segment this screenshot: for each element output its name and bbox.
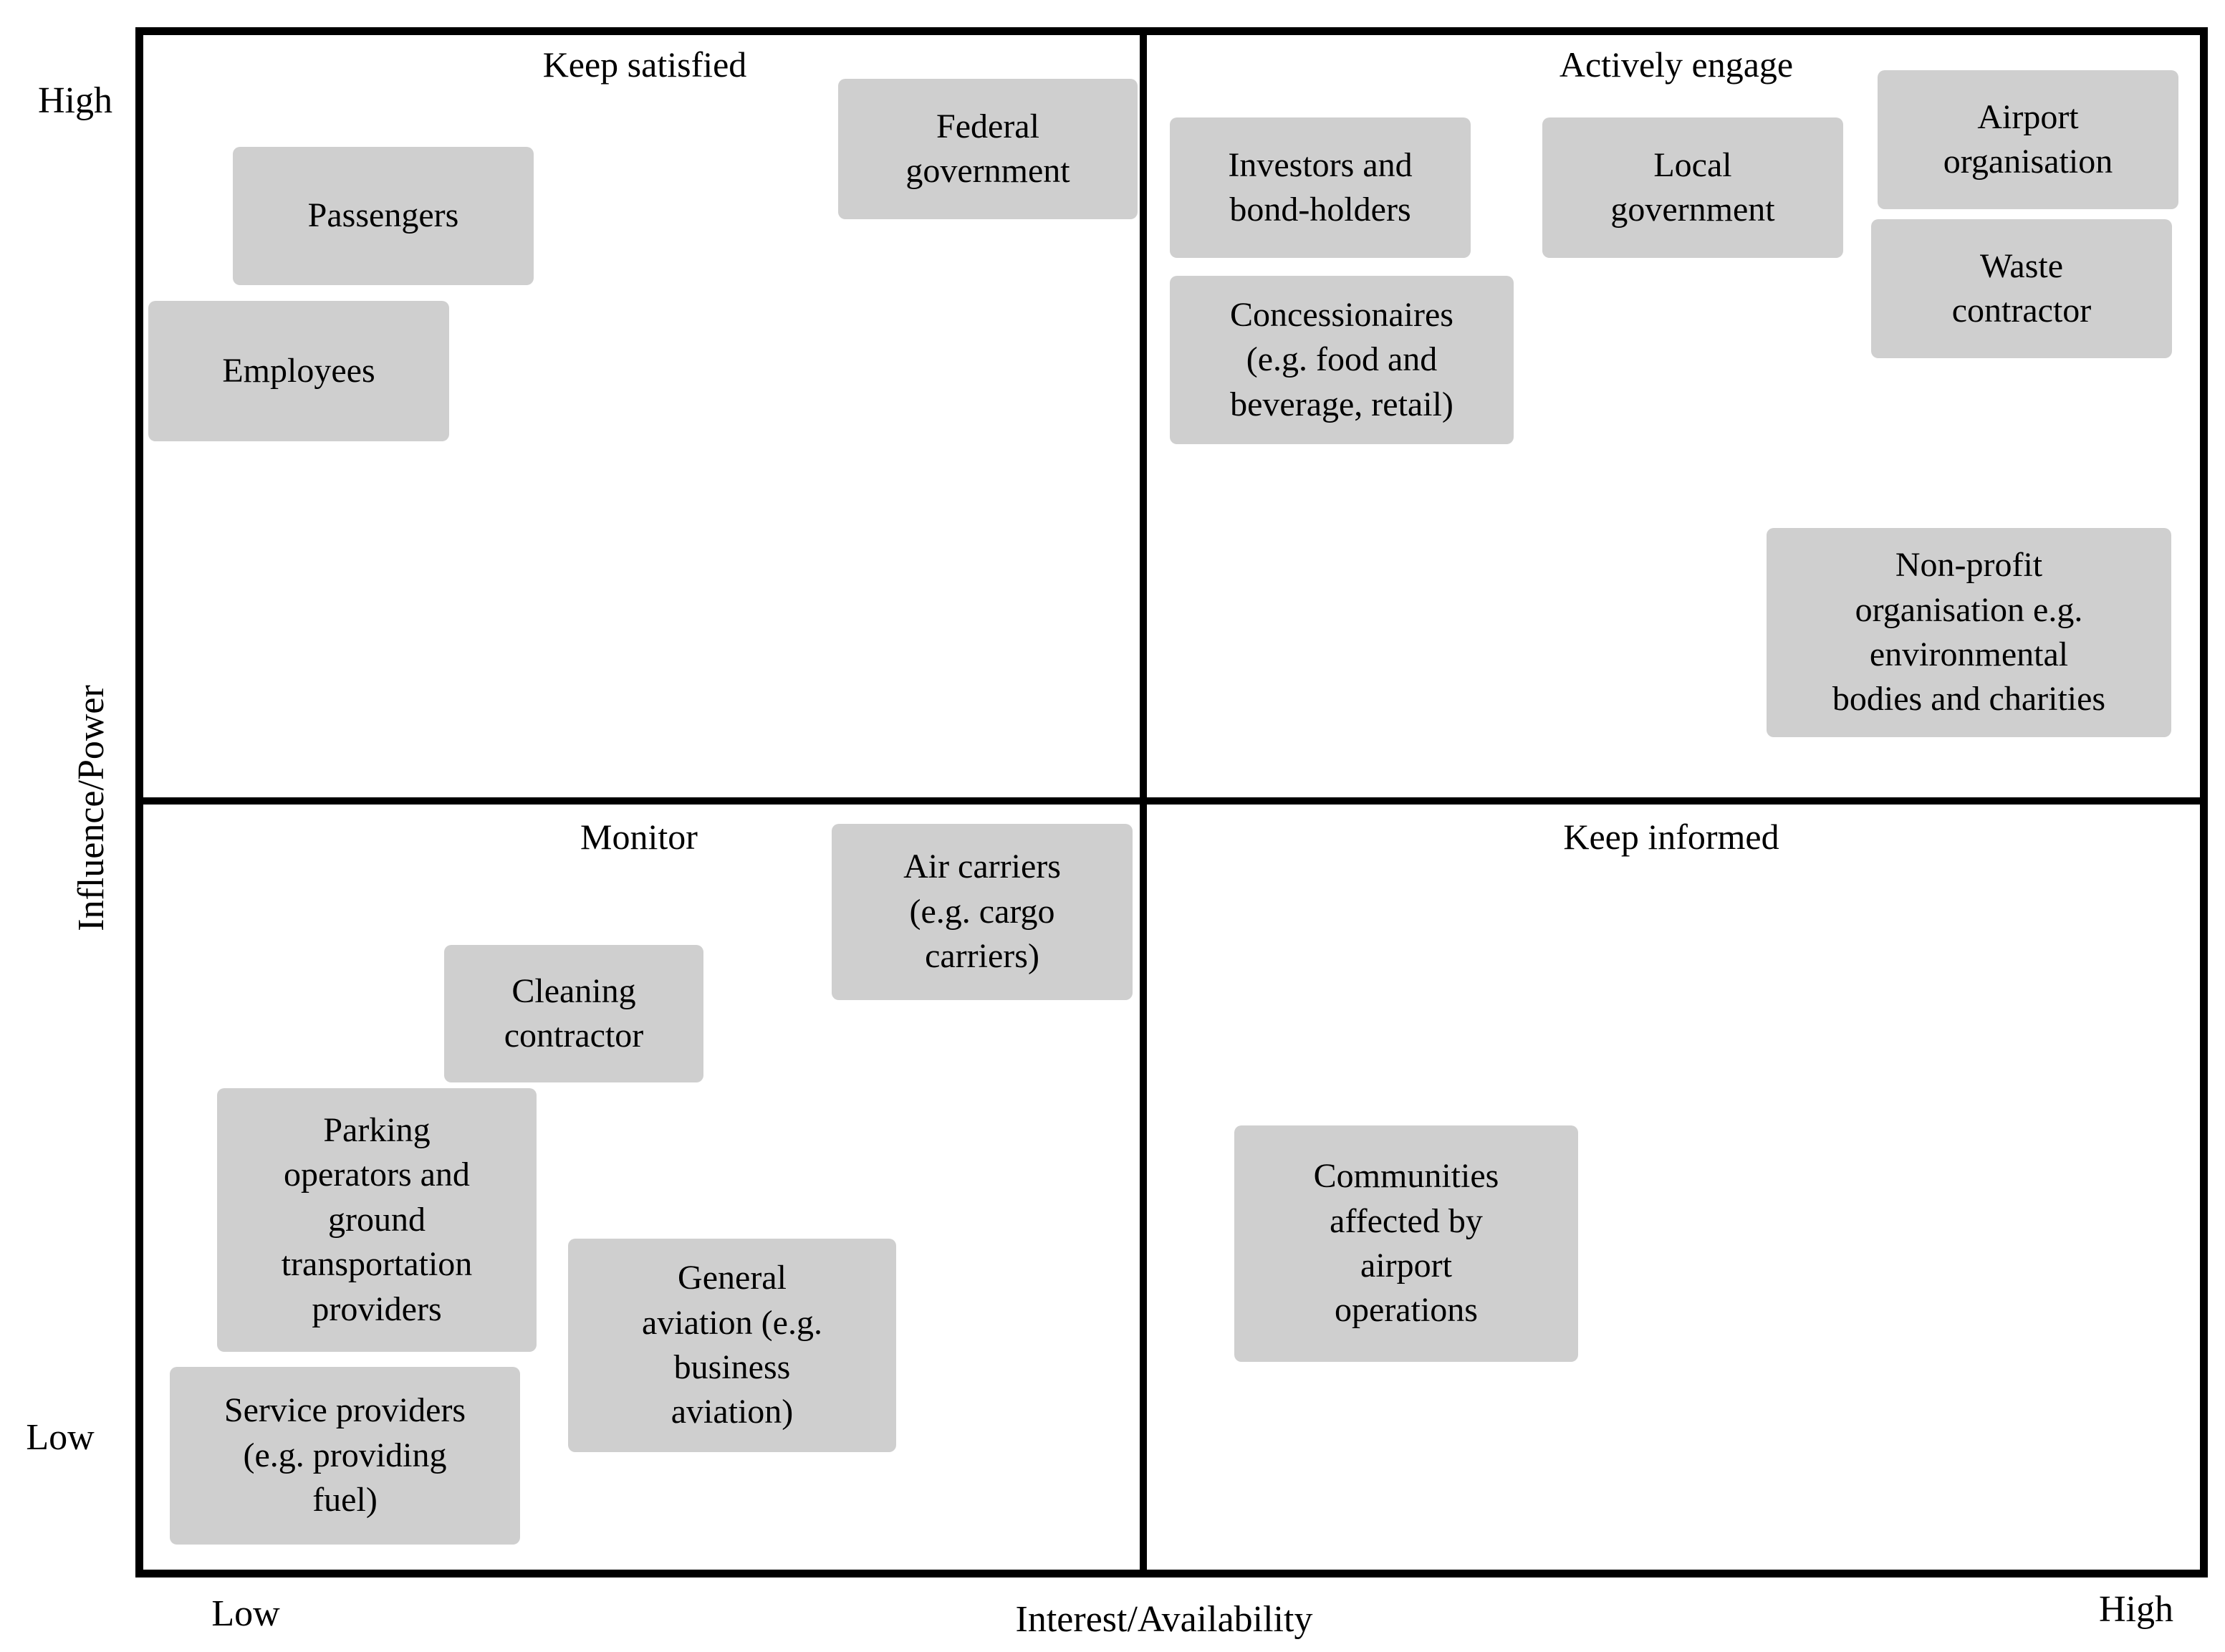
stakeholder-box: Local government bbox=[1542, 117, 1843, 258]
stakeholder-box: Cleaning contractor bbox=[444, 945, 703, 1082]
stakeholder-box: Waste contractor bbox=[1871, 219, 2172, 358]
stakeholder-box: Air carriers (e.g. cargo carriers) bbox=[832, 824, 1133, 1000]
stakeholder-box: Parking operators and ground transportat… bbox=[217, 1088, 537, 1352]
stakeholder-box: General aviation (e.g. business aviation… bbox=[568, 1239, 896, 1452]
stakeholder-label: Investors and bond-holders bbox=[1228, 145, 1413, 229]
quadrant-divider-horizontal bbox=[135, 797, 2208, 805]
y-axis-high-label: High bbox=[38, 80, 112, 121]
stakeholder-label: Local government bbox=[1610, 145, 1775, 229]
stakeholder-label: Employees bbox=[222, 351, 375, 390]
stakeholder-label: Air carriers (e.g. cargo carriers) bbox=[903, 847, 1061, 976]
stakeholder-label: Non-profit organisation e.g. environment… bbox=[1832, 546, 2106, 719]
stakeholder-label: Waste contractor bbox=[1951, 246, 2092, 330]
quadrant-heading-actively-engage: Actively engage bbox=[1559, 44, 1794, 85]
quadrant-heading-keep-satisfied: Keep satisfied bbox=[542, 44, 747, 85]
y-axis-title: Influence/Power bbox=[71, 685, 112, 931]
stakeholder-box: Non-profit organisation e.g. environment… bbox=[1767, 528, 2171, 737]
stakeholder-label: Parking operators and ground transportat… bbox=[281, 1111, 473, 1328]
x-axis-high-label: High bbox=[2099, 1589, 2173, 1630]
quadrant-heading-monitor: Monitor bbox=[580, 817, 698, 857]
stakeholder-label: General aviation (e.g. business aviation… bbox=[642, 1259, 822, 1431]
quadrant-heading-keep-informed: Keep informed bbox=[1563, 817, 1779, 857]
stakeholder-box: Federal government bbox=[838, 79, 1138, 219]
stakeholder-label: Cleaning contractor bbox=[504, 971, 644, 1055]
stakeholder-label: Passengers bbox=[307, 196, 459, 235]
stakeholder-box: Investors and bond-holders bbox=[1170, 117, 1471, 258]
stakeholder-label: Communities affected by airport operatio… bbox=[1313, 1157, 1499, 1330]
stakeholder-label: Concessionaires (e.g. food and beverage,… bbox=[1230, 295, 1453, 423]
stakeholder-box: Airport organisation bbox=[1878, 70, 2178, 209]
stakeholder-label: Airport organisation bbox=[1943, 97, 2113, 181]
stakeholder-box: Passengers bbox=[233, 147, 534, 285]
stakeholder-label: Service providers (e.g. providing fuel) bbox=[224, 1391, 466, 1519]
x-axis-low-label: Low bbox=[211, 1593, 280, 1634]
stakeholder-box: Concessionaires (e.g. food and beverage,… bbox=[1170, 276, 1514, 444]
stakeholder-label: Federal government bbox=[905, 107, 1070, 190]
stakeholder-box: Employees bbox=[148, 301, 449, 441]
y-axis-low-label: Low bbox=[26, 1417, 95, 1458]
x-axis-title: Interest/Availability bbox=[1015, 1599, 1313, 1640]
stakeholder-box: Service providers (e.g. providing fuel) bbox=[170, 1367, 520, 1545]
stakeholder-box: Communities affected by airport operatio… bbox=[1234, 1125, 1578, 1362]
